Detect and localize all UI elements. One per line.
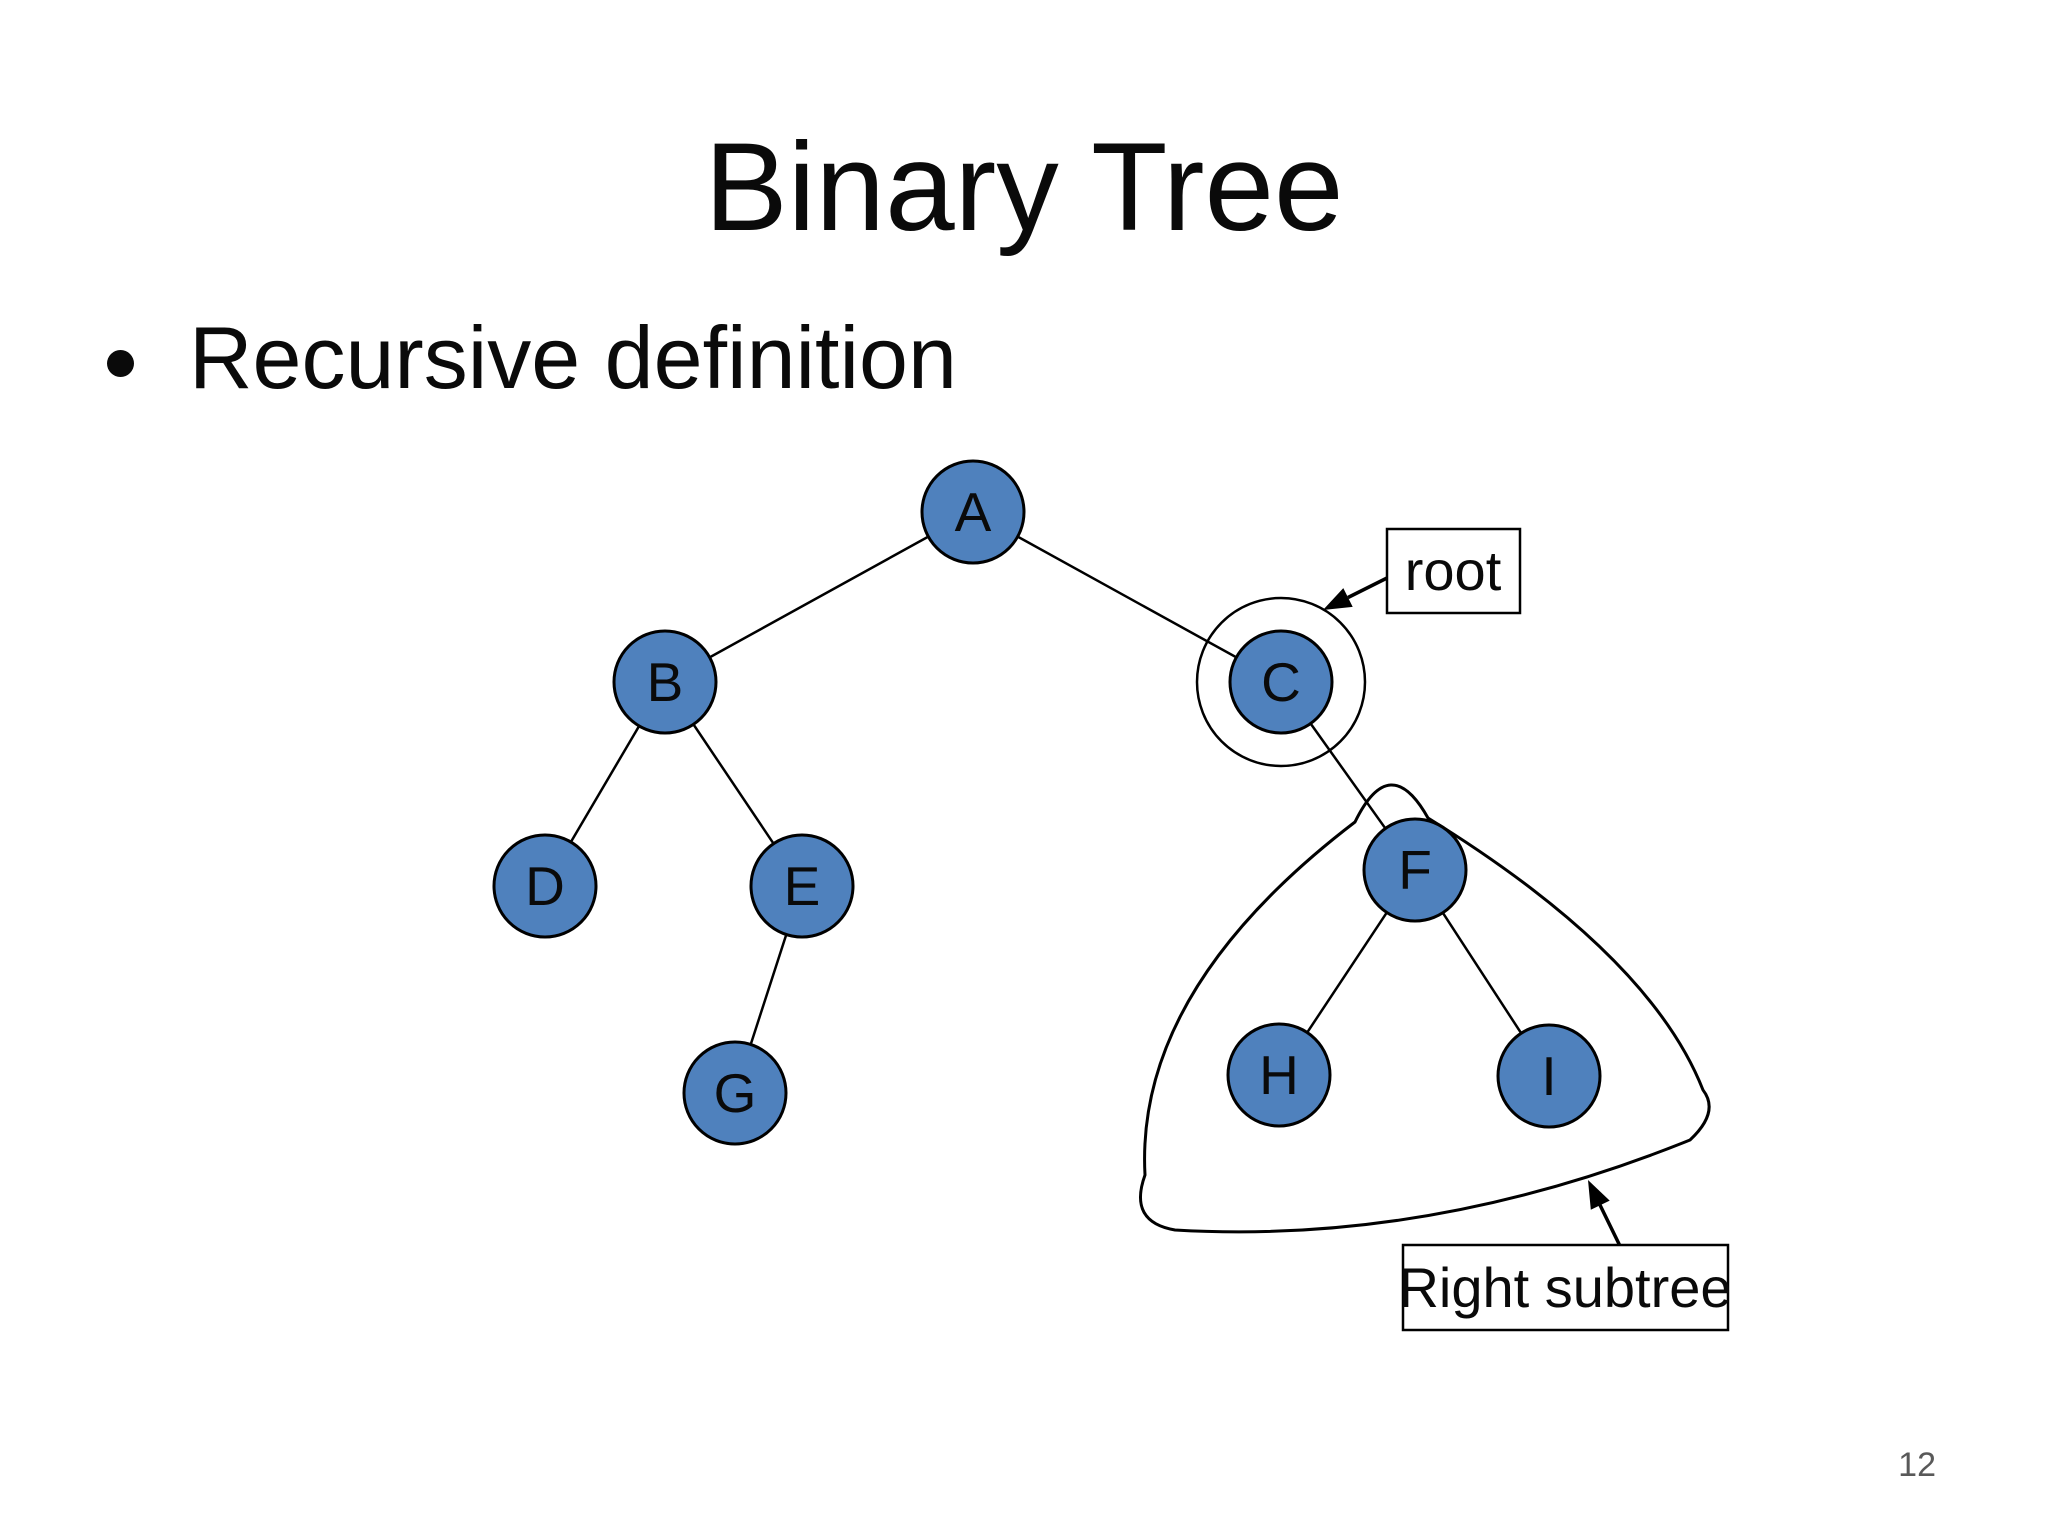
node-A: A	[920, 459, 1026, 565]
node-B: B	[612, 629, 718, 735]
right-subtree-callout: Right subtree	[1398, 1180, 1732, 1332]
right-subtree-label-box	[1401, 1243, 1730, 1332]
node-F: F	[1362, 817, 1468, 923]
node-I: I	[1496, 1023, 1602, 1129]
node-I-label: I	[1541, 1045, 1556, 1107]
root-arrow-head	[1323, 588, 1353, 610]
root-highlight-ring	[1195, 596, 1367, 768]
node-E: E	[749, 833, 855, 939]
node-G-circle	[682, 1040, 788, 1146]
node-C: C	[1228, 629, 1334, 735]
right-subtree-arrow-head	[1588, 1180, 1610, 1210]
node-G-label: G	[714, 1062, 757, 1124]
edge-A-C	[972, 510, 1282, 684]
node-E-circle	[749, 833, 855, 939]
node-H-label: H	[1259, 1044, 1299, 1106]
page-number: 12	[1898, 1446, 1936, 1484]
root-callout: root	[1323, 527, 1522, 615]
node-B-label: B	[647, 651, 684, 713]
node-F-circle	[1362, 817, 1468, 923]
edge-A-B	[664, 510, 974, 684]
right-subtree-outline	[1139, 783, 1711, 1234]
right-subtree-arrow-line	[1598, 1204, 1622, 1247]
node-C-label: C	[1261, 651, 1301, 713]
bullet-dot	[107, 350, 134, 377]
node-E-label: E	[784, 855, 821, 917]
node-D-circle	[492, 833, 598, 939]
node-D: D	[492, 833, 598, 939]
node-C-circle	[1228, 629, 1334, 735]
bullet-text: Recursive definition	[189, 308, 957, 407]
root-label-text: root	[1405, 539, 1502, 602]
root-arrow-line	[1347, 576, 1388, 600]
node-I-circle	[1496, 1023, 1602, 1129]
node-H: H	[1226, 1022, 1332, 1128]
node-F-label: F	[1398, 839, 1432, 901]
node-B-circle	[612, 629, 718, 735]
node-H-circle	[1226, 1022, 1332, 1128]
node-A-label: A	[955, 481, 992, 543]
node-D-label: D	[525, 855, 565, 917]
root-label-box	[1385, 527, 1522, 615]
right-subtree-label-text: Right subtree	[1398, 1256, 1731, 1319]
node-G: G	[682, 1040, 788, 1146]
node-A-circle	[920, 459, 1026, 565]
slide-title: Binary Tree	[704, 118, 1344, 257]
